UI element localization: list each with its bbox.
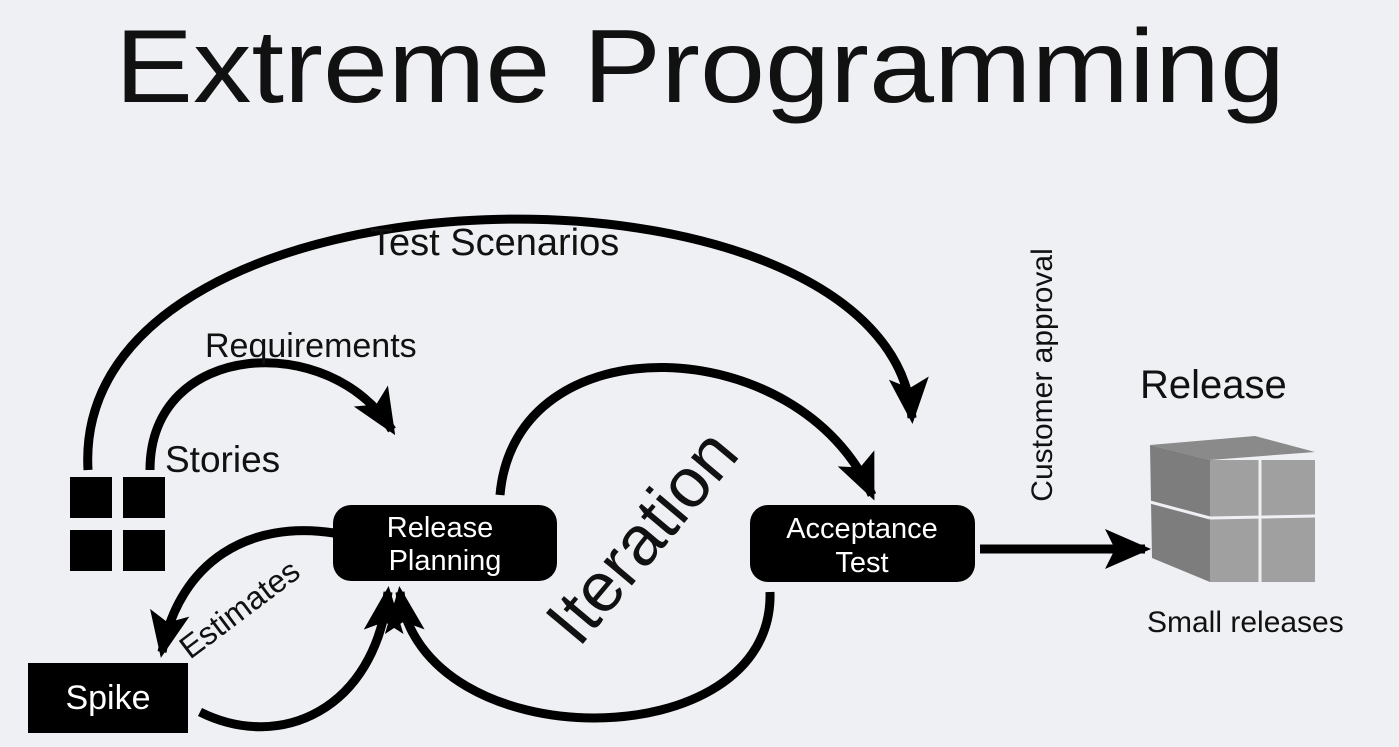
release-planning-node: Release Planning [333, 505, 557, 581]
spike-to-planning-arrow [197, 586, 404, 732]
release-planning-line1: Release [387, 512, 493, 544]
acceptance-test-line1: Acceptance [786, 513, 938, 545]
iteration-forward-arrow [495, 363, 877, 501]
customer-approval-label: Customer approval [1026, 248, 1059, 501]
spike-label: Spike [65, 679, 150, 717]
iteration-return-arrow [384, 586, 775, 723]
estimates-arrow [150, 526, 335, 658]
release-cube-icon [1149, 436, 1316, 582]
acceptance-test-line2: Test [835, 547, 888, 579]
iteration-label: Iteration [530, 415, 752, 659]
page-title: Extreme Programming [115, 9, 1285, 125]
small-releases-label: Small releases [1147, 606, 1344, 639]
test-scenarios-arrow [83, 214, 929, 471]
stories-cards-icon [70, 477, 165, 571]
release-label: Release [1140, 363, 1287, 407]
acceptance-test-node: Acceptance Test [750, 505, 975, 582]
release-planning-line2: Planning [389, 545, 502, 577]
stories-label: Stories [165, 439, 280, 480]
estimates-label: Estimates [173, 552, 307, 665]
requirements-arrow [145, 358, 396, 471]
test-scenarios-label: Test Scenarios [370, 222, 619, 264]
requirements-label: Requirements [205, 327, 417, 365]
spike-node: Spike [28, 663, 188, 733]
